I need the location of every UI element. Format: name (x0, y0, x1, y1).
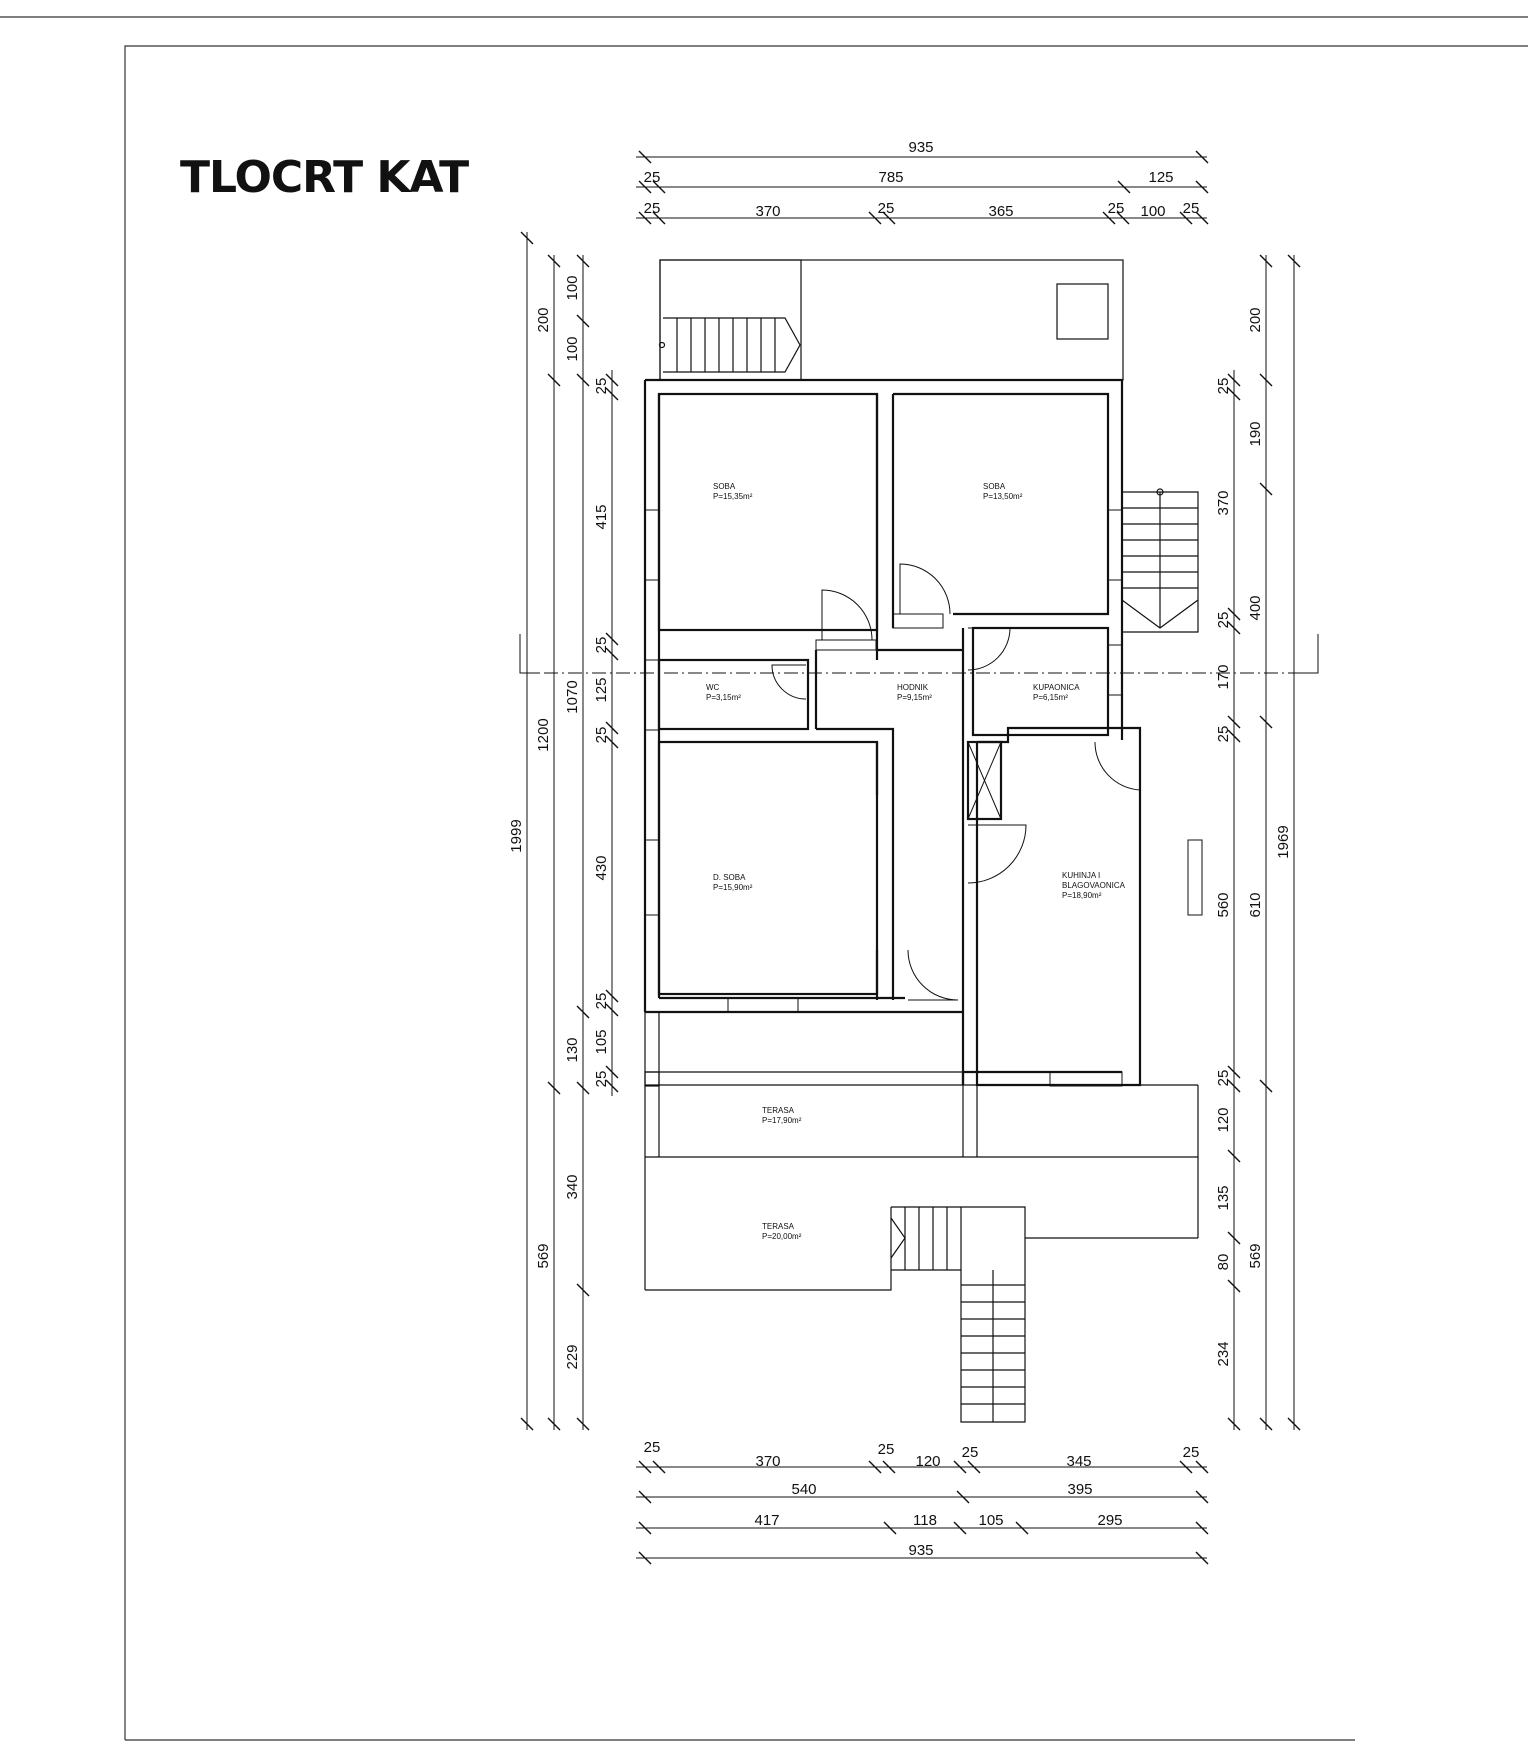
dim-left-c4-a: 25 (593, 378, 610, 395)
section-line (519, 634, 1319, 674)
dim-left-c4-g: 25 (593, 993, 610, 1010)
dim-bot-r1-a: 25 (644, 1439, 661, 1456)
sheet-frame (0, 16, 1528, 1741)
room-terasa-2-name: TERASA (762, 1222, 795, 1231)
room-soba-1-name: SOBA (713, 482, 736, 491)
dim-right-c1-k: 234 (1215, 1341, 1232, 1366)
room-hodnik-area: P=9,15m² (897, 693, 932, 702)
dim-right-c1-h: 120 (1215, 1107, 1232, 1132)
dim-left-c4-e: 25 (593, 727, 610, 744)
dim-top-r2-c: 125 (1148, 169, 1173, 186)
dim-right-overall: 1969 (1275, 825, 1292, 858)
room-terasa-1-name: TERASA (762, 1106, 795, 1115)
dim-right-c2-d: 610 (1247, 892, 1264, 917)
dim-bot-r3-c: 105 (978, 1512, 1003, 1529)
room-labels: SOBA P=15,35m² SOBA P=13,50m² WC P=3,15m… (706, 482, 1126, 1241)
dim-bot-r1-c: 25 (878, 1441, 895, 1458)
dim-top-r2-a: 25 (644, 169, 661, 186)
dim-right-c1-g: 25 (1215, 1070, 1232, 1087)
room-soba-1-area: P=15,35m² (713, 492, 753, 501)
dim-top-r3-f: 100 (1140, 203, 1165, 220)
room-kupaonica-area: P=6,15m² (1033, 693, 1068, 702)
dim-bot-r3-d: 295 (1097, 1512, 1122, 1529)
room-soba-2-name: SOBA (983, 482, 1006, 491)
dim-top-r2-b: 785 (878, 169, 903, 186)
dim-left-overall: 1999 (508, 819, 525, 852)
dimensions-bottom: 25 370 25 120 25 345 25 540 395 417 118 … (636, 1439, 1209, 1565)
dim-left-c4-f: 430 (593, 855, 610, 880)
dim-right-c2-b: 190 (1247, 421, 1264, 446)
dim-top-total: 935 (908, 139, 933, 156)
dim-top-r3-e: 25 (1108, 200, 1125, 217)
room-soba-2-area: P=13,50m² (983, 492, 1023, 501)
dim-bot-total: 935 (908, 1542, 933, 1559)
dim-bot-r1-g: 25 (1183, 1444, 1200, 1461)
room-kupaonica-name: KUPAONICA (1033, 683, 1080, 692)
dim-bot-r2-a: 540 (791, 1481, 816, 1498)
dim-left-c4-i: 25 (593, 1071, 610, 1088)
dim-right-c1-f: 560 (1215, 892, 1232, 917)
dim-left-c3-c: 1070 (564, 680, 581, 713)
dim-left-c4-d: 125 (593, 677, 610, 702)
dim-top-r3-g: 25 (1183, 200, 1200, 217)
dim-bot-r1-b: 370 (755, 1453, 780, 1470)
room-kuhinja-name2: BLAGOVAONICA (1062, 881, 1126, 890)
room-terasa-1-area: P=17,90m² (762, 1116, 802, 1125)
dimensions-right: 25 370 25 170 25 560 25 120 135 80 234 2… (1215, 254, 1301, 1431)
dim-right-c2-c: 400 (1247, 595, 1264, 620)
dim-bot-r1-e: 25 (962, 1444, 979, 1461)
dim-right-c1-a: 25 (1215, 378, 1232, 395)
dim-bot-r3-a: 417 (754, 1512, 779, 1529)
dim-right-c2-e: 569 (1247, 1243, 1264, 1268)
dim-bot-r1-d: 120 (915, 1453, 940, 1470)
dim-left-c2-a: 200 (535, 307, 552, 332)
dim-left-c3-a: 100 (564, 275, 581, 300)
dim-right-c1-d: 170 (1215, 664, 1232, 689)
dimensions-left: 1999 200 1200 569 100 100 1070 130 340 2… (508, 231, 619, 1431)
windows (644, 509, 1203, 1087)
dim-left-c3-e: 340 (564, 1174, 581, 1199)
terraces (644, 1012, 1199, 1423)
dim-top-r3-a: 25 (644, 200, 661, 217)
dim-bot-r2-b: 395 (1067, 1481, 1092, 1498)
dim-right-c1-i: 135 (1215, 1185, 1232, 1210)
dim-left-c2-b: 1200 (535, 718, 552, 751)
dim-bot-r1-f: 345 (1066, 1453, 1091, 1470)
dim-left-c4-b: 415 (593, 504, 610, 529)
doors (771, 563, 1141, 1001)
dim-left-c4-h: 105 (593, 1029, 610, 1054)
dim-left-c3-f: 229 (564, 1344, 581, 1369)
room-terasa-2-area: P=20,00m² (762, 1232, 802, 1241)
dim-left-c3-d: 130 (564, 1037, 581, 1062)
dim-top-r3-b: 370 (755, 203, 780, 220)
right-stair (1121, 488, 1199, 633)
room-kuhinja-area: P=18,90m² (1062, 891, 1102, 900)
dim-bot-r3-b: 118 (913, 1512, 937, 1529)
dim-left-c3-b: 100 (564, 336, 581, 361)
dim-left-c4-c: 25 (593, 637, 610, 654)
room-hodnik-name: HODNIK (897, 683, 929, 692)
room-kuhinja-name: KUHINJA I (1062, 871, 1100, 880)
dim-right-c1-b: 370 (1215, 490, 1232, 515)
room-wc-area: P=3,15m² (706, 693, 741, 702)
dim-right-c1-c: 25 (1215, 612, 1232, 629)
dim-right-c1-e: 25 (1215, 726, 1232, 743)
dim-right-c2-a: 200 (1247, 307, 1264, 332)
room-d-soba-name: D. SOBA (713, 873, 746, 882)
dimensions-top: 935 25 785 125 25 370 25 365 25 100 25 (636, 139, 1209, 225)
upper-terrace (658, 259, 1124, 381)
dim-left-c2-c: 569 (535, 1243, 552, 1268)
dim-top-r3-c: 25 (878, 200, 895, 217)
page-title: TLOCRT KAT (180, 152, 469, 203)
dim-right-c1-j: 80 (1215, 1254, 1232, 1271)
room-d-soba-area: P=15,90m² (713, 883, 753, 892)
dim-top-r3-d: 365 (988, 203, 1013, 220)
room-wc-name: WC (706, 683, 720, 692)
